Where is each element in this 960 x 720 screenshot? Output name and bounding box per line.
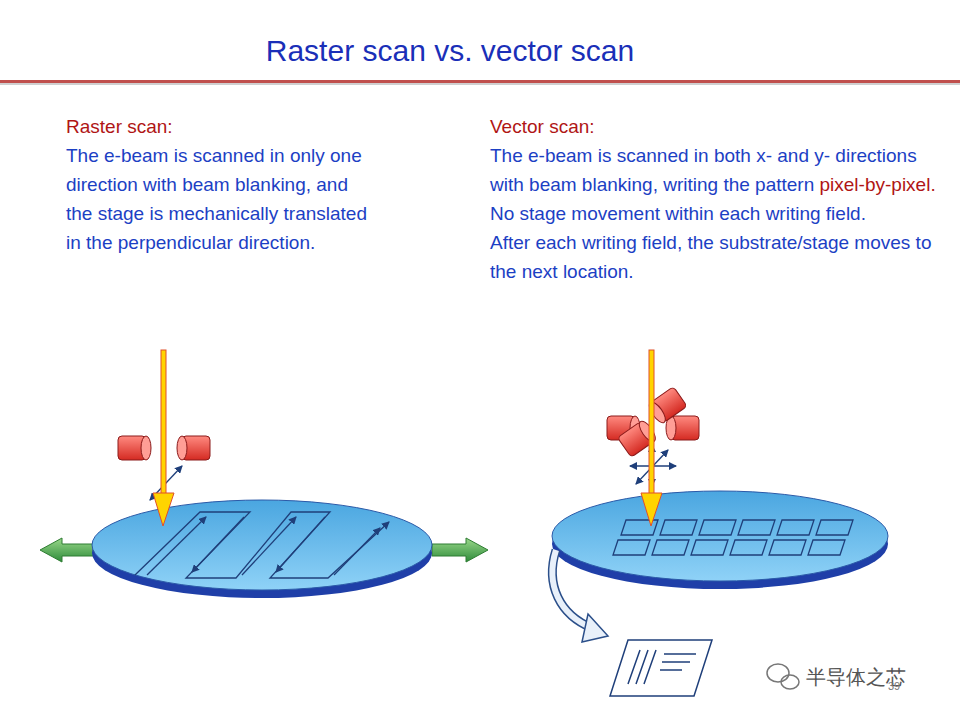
writing-field (613, 540, 650, 555)
watermark-icon (767, 664, 799, 689)
deflector-plate (177, 436, 210, 460)
writing-field (808, 540, 845, 555)
rule-shadow (0, 83, 960, 85)
section-heading: Vector scan: (490, 112, 595, 141)
writing-field (699, 520, 736, 535)
wafer (92, 500, 432, 590)
title-rule (0, 80, 960, 83)
pattern-document (610, 640, 712, 696)
writing-field (691, 540, 728, 555)
writing-field (769, 540, 806, 555)
description: After each writing field, the substrate/… (490, 232, 931, 282)
writing-field (777, 520, 814, 535)
description-block: The e-beam is scanned in both x- and y- … (490, 141, 945, 286)
e-beam (649, 350, 654, 495)
writing-field (738, 520, 775, 535)
deflector-plate (666, 416, 699, 440)
wafer (552, 491, 888, 581)
writing-field (816, 520, 853, 535)
writing-field (660, 520, 697, 535)
transfer-arrow (552, 550, 592, 628)
writing-fields (613, 520, 853, 555)
beam-head (641, 493, 662, 526)
transfer-arrow-outline (552, 550, 592, 628)
slide-title: Raster scan vs. vector scan (0, 34, 900, 68)
vector-illustration (552, 350, 888, 696)
raster-path (135, 512, 389, 578)
description: The e-beam is scanned in both x- and y- … (490, 141, 945, 199)
stage-arrow (432, 538, 488, 562)
description: No stage movement within each writing fi… (490, 203, 866, 224)
page-number: 39 (888, 680, 900, 692)
e-beam (161, 350, 166, 495)
stage-arrow (40, 538, 95, 562)
section-heading: Raster scan: (66, 112, 173, 141)
description: The e-beam is scanned in only one direct… (66, 141, 376, 257)
writing-field (730, 540, 767, 555)
highlight: pixel-by-pixel. (820, 174, 936, 195)
writing-field (652, 540, 689, 555)
beam-head (153, 493, 174, 526)
raster-illustration (40, 350, 488, 598)
deflector-plate (118, 436, 151, 460)
transfer-arrow-head (582, 614, 608, 642)
